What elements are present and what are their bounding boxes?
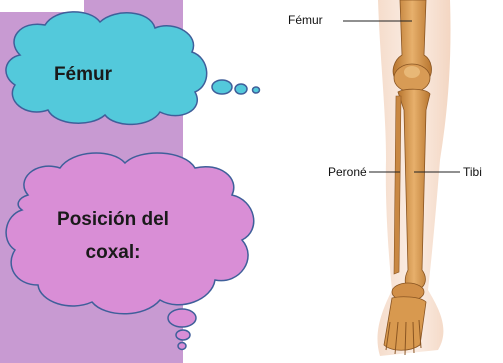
toe-bone-2 [394,321,399,355]
toe-bone-5 [418,319,422,349]
toe-bone-3 [404,321,407,356]
thought-dot-small [251,86,261,94]
coxal-thought-dot-large [167,308,197,328]
toe-bone-4 [412,321,415,354]
foot-bones [383,296,427,351]
thought-cloud-coxal [5,152,255,351]
patella-bone [404,66,420,78]
tibia-bone [397,88,431,291]
coxal-thought-dot-small [177,341,187,351]
fibula-bone [393,95,402,275]
thought-dot-large [211,79,233,95]
tibia-label: Tibi [463,165,482,179]
femur-label: Fémur [288,13,323,27]
toe-bone-1 [385,321,391,351]
thought-dot-medium [234,83,248,95]
white-corner-tab [0,0,84,12]
leg-skeleton-illustration [343,0,460,356]
coxal-bubble-text: Posición del coxal: [57,209,169,263]
perone-label: Peroné [328,165,367,179]
femur-bubble-text: Fémur [53,64,113,85]
coxal-thought-dot-medium [175,329,191,341]
thought-cloud-femur [5,11,261,126]
